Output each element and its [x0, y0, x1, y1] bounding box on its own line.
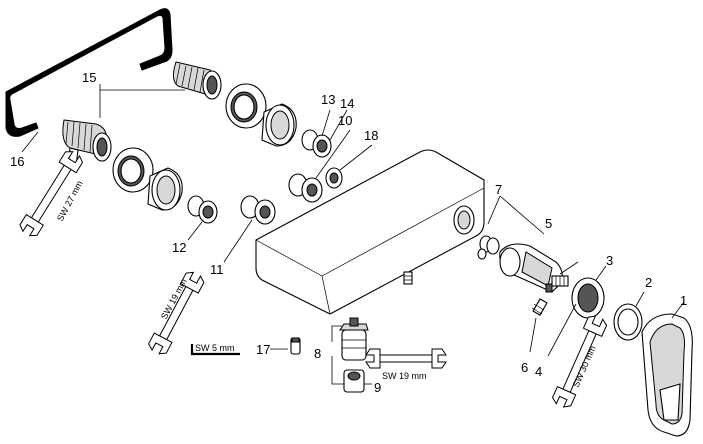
part-10-18-fittings: [288, 129, 373, 203]
wrench-label-sw19-right: SW 19 mm: [382, 371, 427, 381]
label-12: 12: [172, 240, 186, 255]
part-3-nut: [571, 265, 607, 319]
label-18: 18: [364, 128, 378, 143]
part-15-upper-union: [172, 61, 222, 100]
label-8: 8: [314, 346, 321, 361]
part-1-handle: [641, 301, 693, 437]
label-16: 16: [10, 154, 24, 169]
label-9: 9: [374, 380, 381, 395]
label-13: 13: [321, 92, 335, 107]
label-7: 7: [495, 182, 502, 197]
o-rings: [477, 235, 500, 260]
leader-15: [99, 84, 185, 118]
label-14: 14: [340, 96, 354, 111]
wrench-sw30: [551, 315, 608, 408]
label-1: 1: [680, 293, 687, 308]
label-10: 10: [338, 113, 352, 128]
leader-7: [487, 195, 545, 235]
label-5: 5: [545, 216, 552, 231]
label-17: 17: [256, 342, 270, 357]
thermostat-body: [255, 149, 485, 315]
part-8-valve: [339, 317, 369, 361]
part-15-lower-union: [62, 119, 112, 167]
hex-key-label-sw5: SW 5 mm: [195, 343, 235, 353]
label-4: 4: [535, 364, 542, 379]
label-6: 6: [521, 360, 528, 375]
lower-sleeve: [147, 167, 183, 211]
part-17-screw: [270, 337, 301, 355]
label-3: 3: [606, 253, 613, 268]
part-12-fitting: [187, 195, 218, 241]
hex-key-sw5: [190, 344, 240, 356]
part-6-screw: [529, 298, 548, 353]
upper-rosette: [225, 83, 267, 129]
leader-8-9: [331, 325, 372, 385]
label-11: 11: [210, 262, 224, 277]
leader-16: [21, 131, 39, 153]
part-11-fitting: [223, 195, 276, 263]
part-9-nut: [343, 369, 365, 393]
wrench-sw19-left: [148, 271, 205, 355]
label-15: 15: [82, 70, 96, 85]
leader-4: [547, 303, 577, 357]
part-2-ring: [613, 291, 645, 341]
label-2: 2: [645, 275, 652, 290]
upper-sleeve: [261, 103, 297, 147]
part-5-cartridge: [499, 243, 579, 293]
part-13-14-fitting: [301, 109, 348, 158]
lower-rosette: [112, 147, 154, 193]
part-16-frame: [5, 8, 173, 137]
wrench-sw27: [19, 151, 84, 237]
wrench-sw19-right: [365, 348, 447, 369]
